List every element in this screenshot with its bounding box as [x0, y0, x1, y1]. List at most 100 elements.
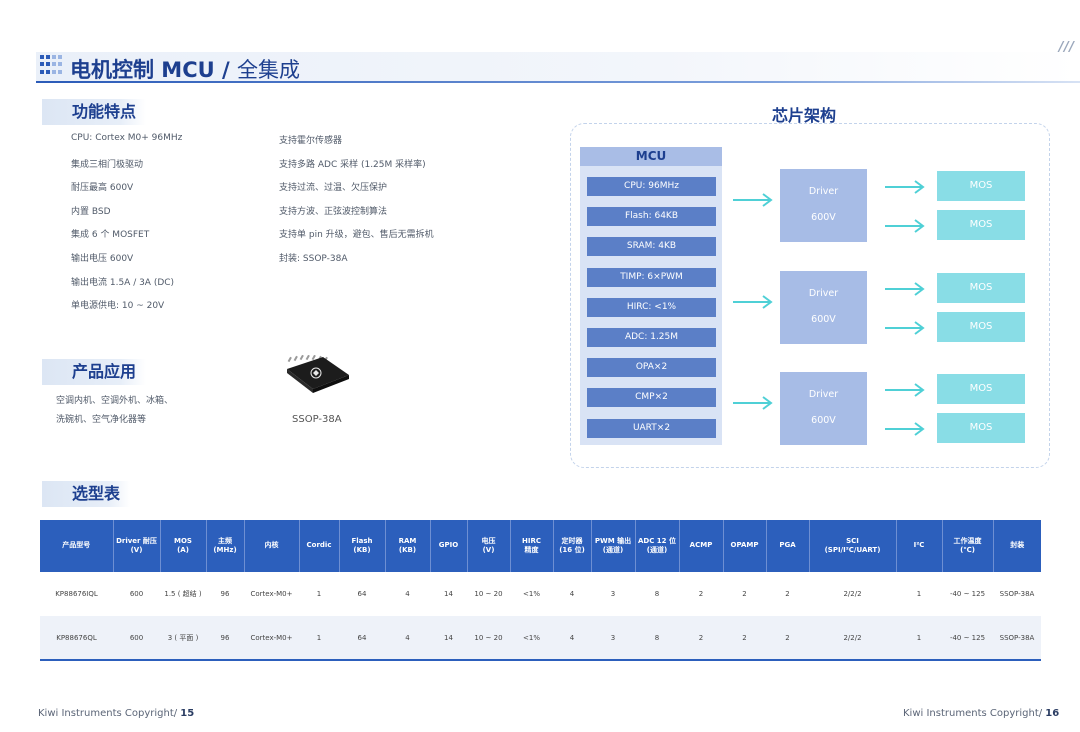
mos-block: MOS [937, 210, 1025, 240]
table-cell: 96 [220, 590, 230, 598]
table-cell: 2 [679, 616, 723, 661]
mcu-item: SRAM: 4KB [587, 237, 716, 257]
table-header-text: 主频 [218, 536, 232, 545]
section-selection-label: 选型表 [42, 481, 131, 507]
table-header-text: (KB) [353, 546, 371, 554]
table-cell: 14 [444, 590, 453, 598]
arrow-right-icon [884, 179, 926, 194]
mos-block: MOS [937, 171, 1025, 201]
table-header-text: PGA [779, 541, 796, 550]
table-header-cell: I²C [896, 520, 943, 572]
table-header-text: MOS [174, 536, 192, 545]
table-header-text: 工作温度 [953, 536, 982, 545]
table-header-text: (通道) [646, 546, 668, 554]
feature-item: 单电源供电: 10 ~ 20V [71, 301, 165, 312]
table-cell: 3 [610, 590, 616, 598]
feature-item: 支持方波、正弦波控制算法 [279, 206, 388, 217]
footer-right-page: 16 [1045, 708, 1060, 719]
feature-item: 集成三相门极驱动 [71, 159, 144, 170]
table-header-text: (V) [482, 546, 495, 554]
footer-right-text: Kiwi Instruments Copyright/ [903, 708, 1046, 719]
table-header-cell: ADC 12 位(通道) [635, 520, 680, 572]
table-header-text: (V) [130, 546, 143, 554]
table-header-text: ACMP [689, 541, 713, 550]
table-header-text: Driver 耐压 [116, 536, 157, 545]
table-header-cell: PWM 输出(通道) [591, 520, 636, 572]
driver-voltage: 600V [811, 314, 836, 325]
table-header-cell: Flash(KB) [339, 520, 386, 572]
mos-block: MOS [937, 374, 1025, 404]
table-header-text: (A) [177, 546, 189, 554]
mcu-item: ADC: 1.25M [587, 328, 716, 347]
mcu-item: OPA×2 [587, 358, 716, 378]
mcu-title: MCU [580, 147, 722, 166]
table-cell: 4 [569, 590, 575, 598]
table-header-text: RAM [398, 536, 417, 545]
slashes-decoration-icon: / / / [1058, 40, 1074, 55]
table-header-text: Flash [351, 536, 373, 545]
arrow-right-icon [884, 281, 926, 296]
section-features-label: 功能特点 [42, 99, 147, 125]
driver-voltage: 600V [811, 415, 836, 426]
feature-item: CPU: Cortex M0+ 96MHz [71, 133, 183, 143]
table-header-text: 精度 [524, 546, 539, 554]
table-header-text: ADC 12 位 [638, 536, 676, 545]
table-header-text: 内核 [264, 541, 279, 550]
driver-name: Driver [808, 288, 839, 299]
application-line: 空调内机、空调外机、冰箱、 [56, 396, 174, 406]
table-header-cell: PGA [766, 520, 810, 572]
table-cell: 2/2/2 [843, 590, 862, 598]
feature-item: 集成 6 个 MOSFET [71, 230, 150, 241]
table-header-cell: GPIO [430, 520, 468, 572]
table-cell: 2 [723, 616, 766, 661]
page-title-main: 电机控制 MCU / [70, 58, 237, 82]
footer-left-page: 15 [180, 708, 195, 719]
table-cell: 64 [357, 590, 367, 598]
table-header-text: (16 位) [559, 546, 585, 554]
mcu-item: Flash: 64KB [587, 207, 716, 227]
table-header-text: I²C [913, 541, 925, 550]
table-header-text: Cordic [306, 541, 332, 550]
table-cell: 2 [742, 590, 747, 598]
feature-item: 耐压最高 600V [71, 183, 134, 194]
mos-block: MOS [937, 273, 1025, 303]
table-header-cell: 主频(MHz) [206, 520, 245, 572]
table-header-cell: ACMP [679, 520, 724, 572]
table-cell: 8 [635, 616, 679, 661]
feature-item: 支持过流、过温、欠压保护 [279, 183, 388, 194]
arrow-right-icon [884, 320, 926, 335]
header-band [36, 52, 1080, 82]
driver-voltage: 600V [811, 212, 836, 223]
table-cell: KP88676QL [40, 616, 113, 661]
table-cell: 2/2/2 [809, 616, 896, 661]
mos-block: MOS [937, 413, 1025, 443]
table-header-text: OPAMP [730, 541, 759, 550]
driver-name: Driver [808, 389, 839, 400]
feature-item: 支持单 pin 升级，避包、售后无需拆机 [279, 230, 434, 241]
footer-left: Kiwi Instruments Copyright/ 15 [38, 708, 194, 719]
table-cell: 1 [896, 616, 942, 661]
table-header-text: GPIO [438, 541, 459, 550]
arrow-right-icon [884, 218, 926, 233]
arrow-right-icon [884, 382, 926, 397]
mcu-item: HIRC: <1% [587, 297, 716, 317]
table-cell: 1 [299, 616, 339, 661]
table-header-cell: OPAMP [723, 520, 767, 572]
table-cell: 2 [785, 590, 790, 598]
table-header-cell: SCI(SPI/I²C/UART) [809, 520, 897, 572]
table-header-cell: MOS(A) [160, 520, 207, 572]
table-cell: -40 ~ 125 [949, 590, 986, 598]
table-cell: 1.5 ( 超结 ) [164, 590, 202, 598]
mcu-item: TIMP: 6×PWM [587, 267, 716, 287]
table-cell: 2 [698, 590, 704, 598]
table-header-cell: 内核 [244, 520, 300, 572]
feature-item: 输出电压 600V [71, 254, 134, 264]
table-cell: 1 [916, 590, 922, 598]
table-header-cell: 工作温度(℃) [942, 520, 994, 572]
page-title-sub: 全集成 [236, 58, 300, 82]
